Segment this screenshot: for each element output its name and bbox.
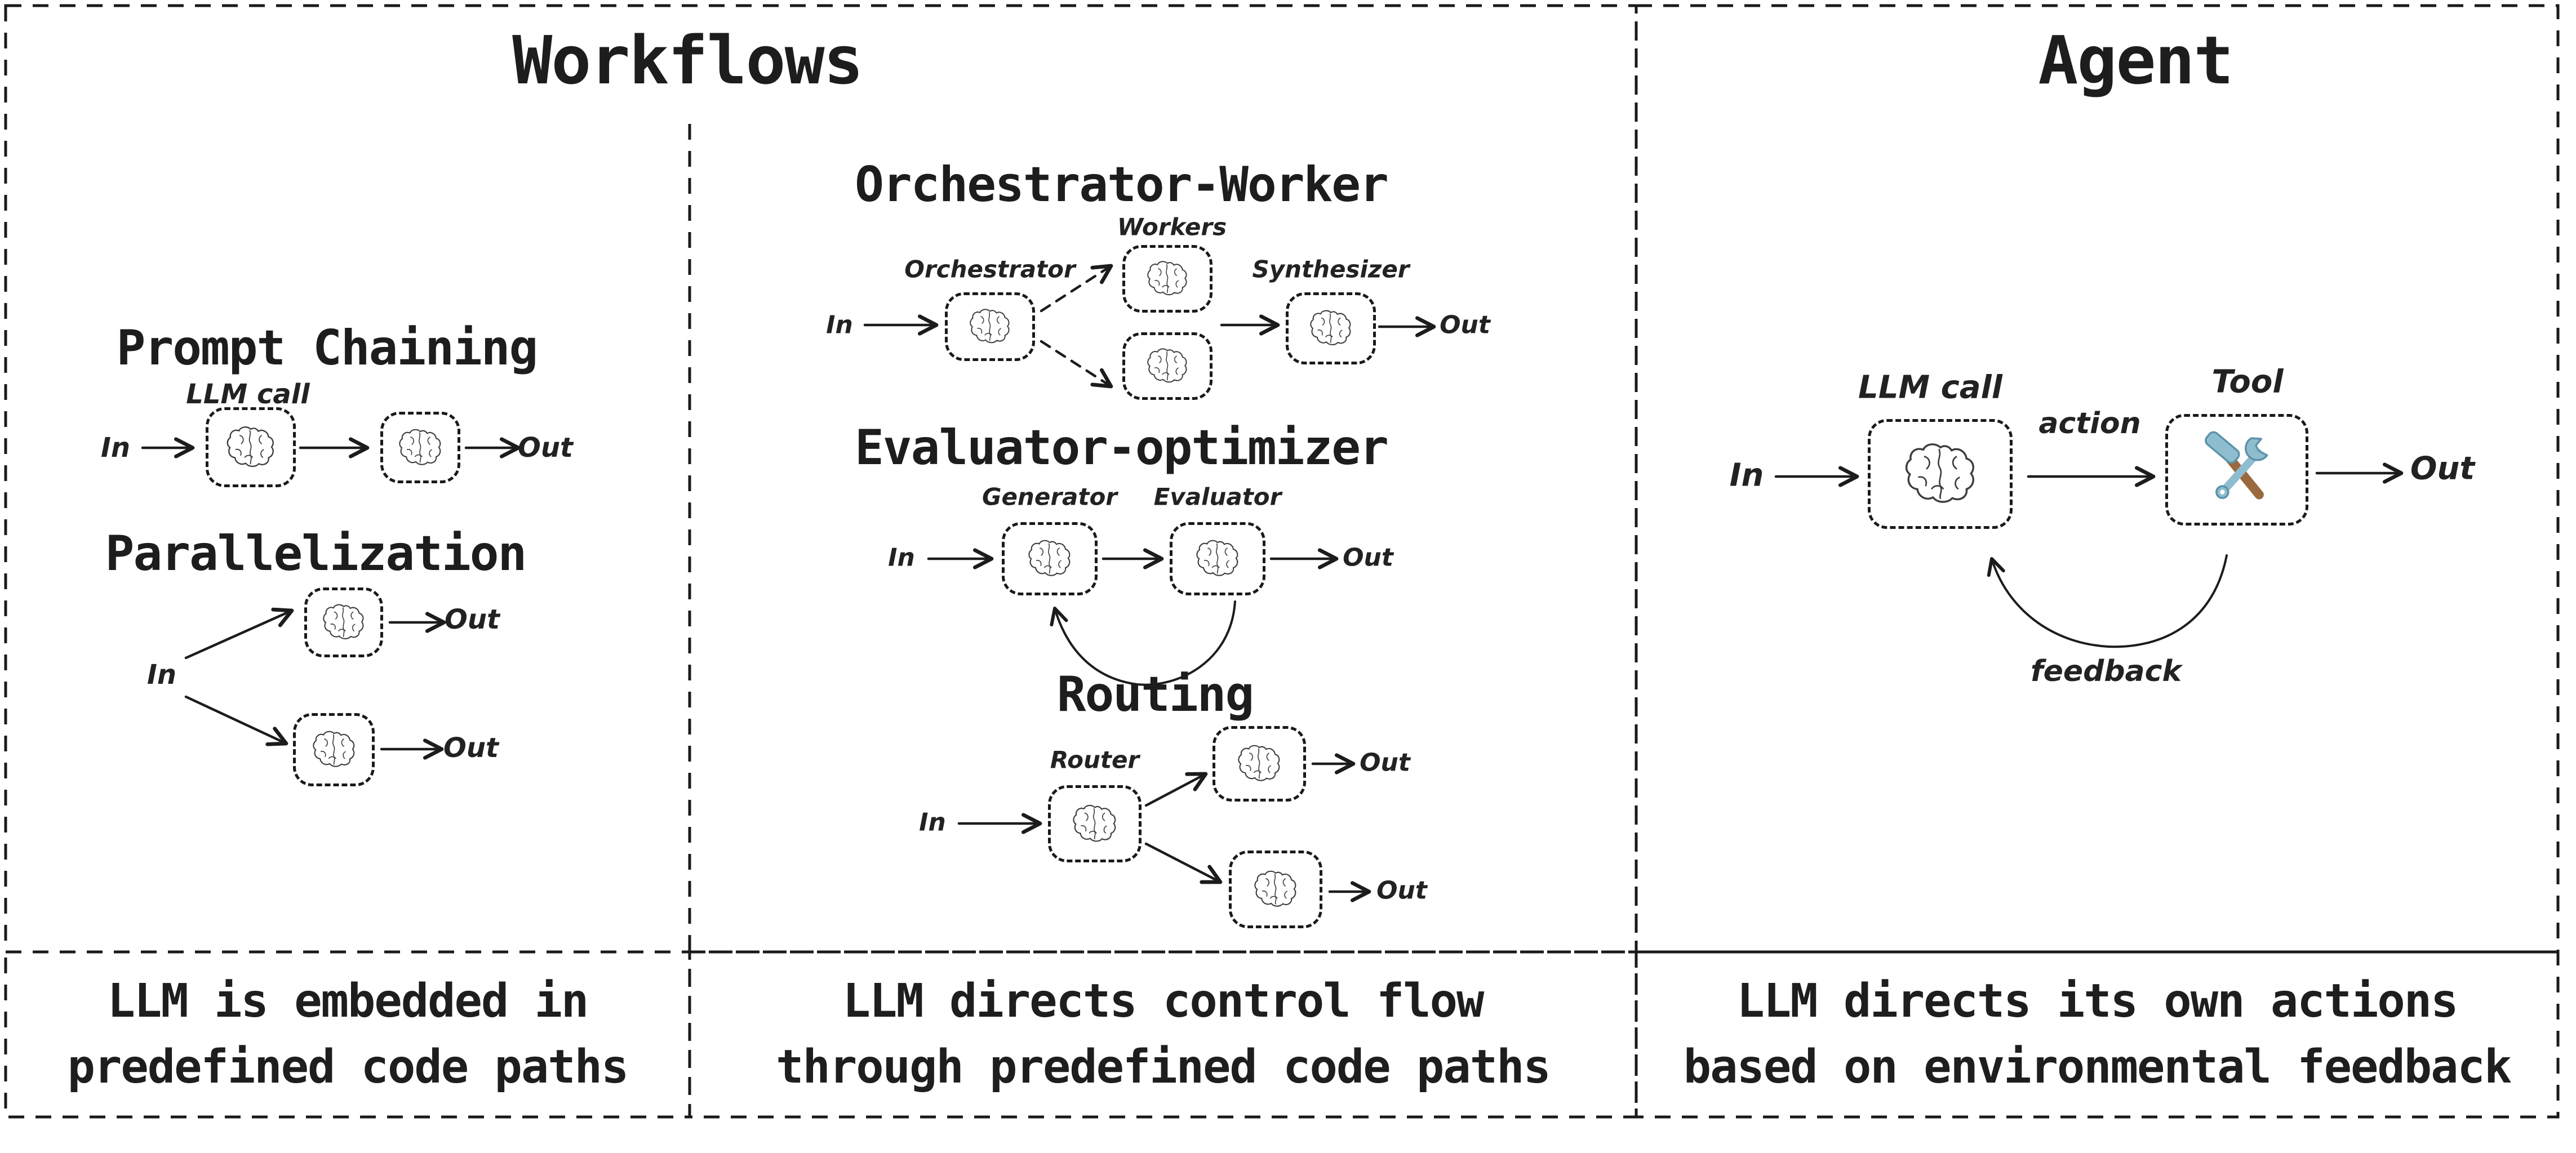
- eo-in-label: In: [888, 543, 915, 572]
- agent-llm-node: [1868, 419, 2013, 529]
- workflows-panel-border: [4, 4, 1638, 954]
- rt-in-label: In: [919, 808, 946, 837]
- arrow-par-in-to-bottom: [184, 695, 288, 746]
- caption-line: predefined code paths: [67, 1040, 629, 1094]
- caption-line: based on environmental feedback: [1683, 1040, 2512, 1094]
- orchestrator-worker-heading: Orchestrator-Worker: [855, 157, 1389, 213]
- caption-line: through predefined code paths: [776, 1040, 1551, 1094]
- rt-llm-node-top: [1213, 726, 1306, 802]
- brain-icon: [1146, 259, 1189, 299]
- eo-generator-node: [1002, 522, 1098, 595]
- arrow-rt-router-to-bottom: [1144, 842, 1223, 884]
- caption-agent: LLM directs its own actions based on env…: [1636, 952, 2558, 1117]
- brain-icon: [1253, 869, 1298, 910]
- workflows-title: Workflows: [512, 21, 863, 99]
- par-in-label: In: [146, 659, 177, 691]
- hammer-wrench-icon: [2197, 430, 2276, 509]
- par-out-top-label: Out: [445, 604, 500, 635]
- par-llm-node-bottom: [293, 713, 375, 786]
- brain-icon: [322, 602, 366, 643]
- brain-icon: [398, 427, 443, 469]
- brain-icon: [1072, 803, 1118, 845]
- brain-icon: [1027, 538, 1072, 580]
- pc-llm-call-label: LLM call: [186, 379, 310, 410]
- eo-evaluator-label: Evaluator: [1153, 483, 1282, 511]
- arrow-rt-router-to-top: [1144, 772, 1208, 807]
- pc-llm-node: [206, 407, 296, 487]
- rt-out-bottom-label: Out: [1376, 876, 1427, 905]
- agent-title: Agent: [2038, 21, 2233, 99]
- rt-router-label: Router: [1050, 746, 1140, 774]
- agent-action-label: action: [2038, 407, 2141, 440]
- par-llm-node-top: [304, 587, 383, 657]
- routing-heading: Routing: [1056, 666, 1254, 723]
- agent-feedback-label: feedback: [2030, 655, 2182, 688]
- caption-workflows-left: LLM is embedded in predefined code paths: [6, 952, 690, 1117]
- ow-orchestrator-node: [945, 292, 1035, 361]
- eo-evaluator-node: [1170, 522, 1265, 595]
- pc-llm-node-2: [380, 412, 460, 483]
- caption-workflows-right: LLM directs control flow through predefi…: [690, 952, 1636, 1117]
- ow-synthesizer-label: Synthesizer: [1252, 255, 1410, 283]
- arrow-ow-orchestrator-to-worker2: [1040, 340, 1113, 389]
- rt-out-top-label: Out: [1360, 748, 1410, 777]
- brain-icon: [1237, 743, 1282, 785]
- agent-tool-label: Tool: [2211, 363, 2284, 400]
- ow-in-label: In: [826, 310, 853, 340]
- eo-generator-label: Generator: [981, 483, 1118, 511]
- evaluator-optimizer-heading: Evaluator-optimizer: [855, 420, 1389, 476]
- arrow-par-in-to-top: [184, 607, 294, 660]
- pc-out-label: Out: [518, 432, 573, 464]
- arrow-agent-feedback-curve: [1987, 554, 2228, 648]
- arrow-ow-orchestrator-to-worker1: [1040, 264, 1113, 313]
- pc-in-label: In: [100, 432, 131, 464]
- rt-router-node: [1048, 785, 1142, 862]
- parallelization-heading: Parallelization: [105, 526, 527, 582]
- agent-tool-node: [2165, 414, 2308, 526]
- agent-llm-call-label: LLM call: [1858, 369, 2002, 406]
- eo-out-label: Out: [1343, 543, 1393, 572]
- brain-icon: [1146, 346, 1189, 386]
- caption-line: LLM is embedded in: [107, 974, 589, 1029]
- rt-llm-node-bottom: [1229, 851, 1322, 928]
- ow-worker-node-top: [1122, 245, 1213, 313]
- brain-icon: [1903, 440, 1978, 509]
- ow-workers-label: Workers: [1117, 213, 1227, 241]
- caption-box-right-border: [1635, 950, 2560, 1119]
- agent-in-label: In: [1729, 457, 1764, 494]
- ow-worker-node-bottom: [1122, 332, 1213, 400]
- prompt-chaining-heading: Prompt Chaining: [116, 320, 539, 376]
- arrow-eo-feedback-curve: [1050, 600, 1236, 686]
- ow-orchestrator-label: Orchestrator: [904, 255, 1076, 283]
- brain-icon: [1309, 308, 1353, 349]
- brain-icon: [969, 307, 1011, 346]
- brain-icon: [312, 729, 357, 771]
- brain-icon: [1195, 538, 1240, 580]
- caption-line: LLM directs its own actions: [1736, 974, 2459, 1029]
- agent-out-label: Out: [2410, 450, 2475, 487]
- par-out-bottom-label: Out: [443, 732, 499, 764]
- caption-line: LLM directs control flow: [842, 974, 1485, 1029]
- brain-icon: [225, 424, 276, 471]
- ow-synthesizer-node: [1286, 292, 1376, 364]
- ow-out-label: Out: [1440, 310, 1490, 340]
